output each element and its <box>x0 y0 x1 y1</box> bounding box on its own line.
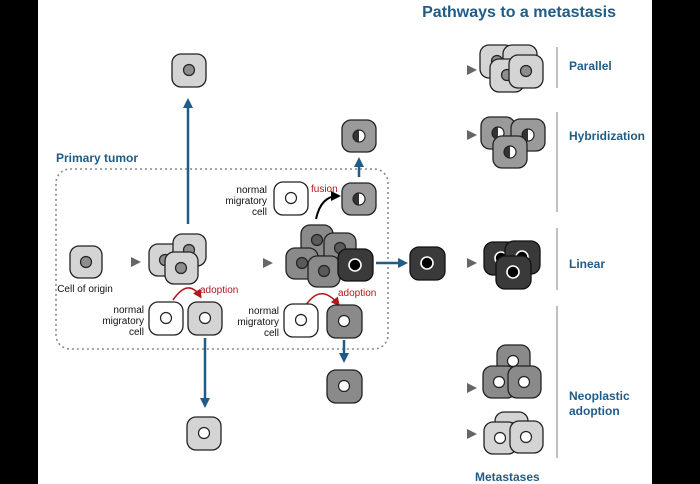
disseminated-cell-linear <box>409 246 446 281</box>
label-parallel: Parallel <box>569 59 612 73</box>
advanced-tumor-cluster <box>285 224 374 288</box>
normal-cell-label-fusion-2: migratory <box>225 196 267 207</box>
normal-migratory-cell-right <box>283 303 319 338</box>
metastasis-linear-cluster <box>483 240 541 290</box>
disseminated-cell-neoplastic-2 <box>186 416 222 451</box>
normal-migratory-cell-fusion <box>273 181 309 216</box>
hybrid-cell-fused <box>341 182 377 216</box>
disseminated-cell-neoplastic-1 <box>326 369 363 404</box>
normal-cell-label-left-3: cell <box>129 327 144 338</box>
metastasis-neoplastic-cluster-1 <box>482 344 542 399</box>
cell-of-origin <box>69 245 103 279</box>
adoption-arrow-left <box>172 287 202 301</box>
normal-cell-label-right-2: migratory <box>237 317 279 328</box>
normal-cell-label-right-1: normal <box>248 306 279 317</box>
diagram-canvas: Pathways to a metastasis Primary tumor P… <box>38 0 652 484</box>
normal-cell-label-fusion-3: cell <box>252 207 267 218</box>
metastasis-hybrid-cluster <box>480 116 546 169</box>
normal-migratory-cell-left <box>148 301 184 336</box>
adoption-label-right: adoption <box>338 288 376 299</box>
early-tumor-cluster <box>148 233 207 285</box>
page-title: Pathways to a metastasis <box>422 4 616 21</box>
label-neoplastic-2: adoption <box>569 404 620 418</box>
fusion-label: fusion <box>311 184 338 195</box>
normal-cell-label-fusion-1: normal <box>236 185 267 196</box>
metastases-label: Metastases <box>475 470 540 484</box>
adopted-cell-right <box>326 304 363 339</box>
adoption-label-left: adoption <box>200 285 238 296</box>
normal-cell-label-right-3: cell <box>264 328 279 339</box>
primary-tumor-label: Primary tumor <box>56 151 138 165</box>
hybrid-cell-disseminated <box>341 119 377 153</box>
normal-cell-label-left-2: migratory <box>102 316 144 327</box>
disseminated-cell-parallel <box>171 53 207 88</box>
adoption-arrow-right <box>305 292 340 307</box>
label-neoplastic-1: Neoplastic <box>569 389 630 403</box>
label-linear: Linear <box>569 257 605 271</box>
label-hybridization: Hybridization <box>569 129 645 143</box>
fusion-arrow <box>315 191 341 220</box>
metastasis-pathways-diagram: Pathways to a metastasis Primary tumor P… <box>55 4 645 484</box>
normal-cell-label-left-1: normal <box>113 305 144 316</box>
metastasis-parallel-cluster <box>479 44 544 93</box>
primary-tumor-box <box>55 168 389 350</box>
cell-of-origin-label: Cell of origin <box>57 284 113 295</box>
adopted-cell-left <box>187 301 223 336</box>
metastasis-neoplastic-cluster-2 <box>483 411 544 455</box>
